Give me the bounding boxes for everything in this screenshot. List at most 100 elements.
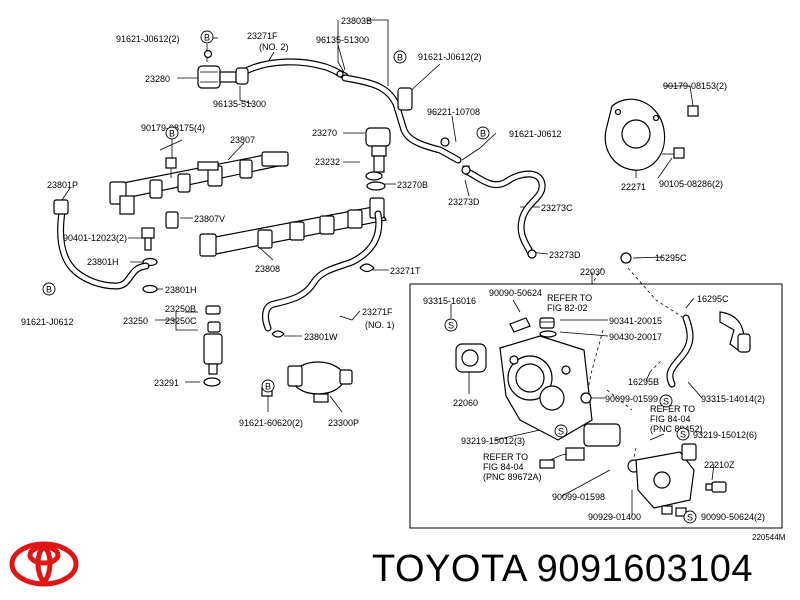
label-90341-20015: 90341-20015 — [609, 316, 662, 326]
label-90179-08153: 90179-08153(2) — [663, 81, 727, 91]
label-23801w: 23801W — [304, 332, 338, 342]
label-fig-84-04-b: FIG 84-04 — [483, 462, 524, 472]
s-badge-3: S — [554, 424, 568, 438]
svg-text:B: B — [397, 53, 403, 63]
s-badge-4: S — [676, 427, 690, 441]
bolt-90401 — [141, 227, 155, 251]
svg-text:B: B — [265, 382, 271, 392]
fuel-pipe-23801p — [53, 199, 150, 290]
label-91621-j0612-2: 91621-J0612(2) — [116, 34, 180, 44]
screw-90929 — [661, 505, 673, 515]
fuel-hose-no2 — [244, 58, 349, 80]
s-badge-5: S — [683, 510, 697, 524]
canister-23300p — [287, 361, 353, 403]
label-93315-16016: 93315-16016 — [423, 296, 476, 306]
label-96135-51300b: 96135-51300 — [213, 99, 266, 109]
fuel-hose-no1 — [262, 210, 383, 332]
clamp-23273d-top — [461, 165, 471, 175]
pressure-regulator-23270 — [365, 127, 391, 173]
brand-part-number: TOYOTA 9091603104 — [372, 548, 754, 590]
o-ring-23232 — [365, 171, 383, 181]
bolt-90179-08153 — [687, 105, 699, 117]
b-badge-1: B — [200, 30, 214, 44]
gasket-96221 — [440, 137, 450, 147]
label-16295c: 16295C — [655, 253, 687, 263]
throttle-body-22030 — [499, 335, 593, 441]
label-91621-60620: 91621-60620(2) — [239, 418, 303, 428]
gasket-90099-01599 — [580, 392, 592, 404]
clamp-23273d-bottom — [527, 249, 537, 259]
label-23801p: 23801P — [47, 180, 78, 190]
sensor-22210z-housing — [635, 443, 697, 509]
gasket-22271 — [604, 98, 666, 171]
label-23807v: 23807V — [194, 214, 225, 224]
cap-90341 — [539, 317, 555, 329]
label-23271f: 23271F — [247, 31, 278, 41]
svg-text:S: S — [680, 430, 686, 440]
label-91621-j0612-2b: 91621-J0612(2) — [418, 52, 482, 62]
clip-96135-top — [203, 49, 213, 59]
clamp-16295c — [620, 252, 632, 264]
clip-90090 — [509, 317, 531, 333]
label-90090-50624: 90090-50624 — [489, 288, 542, 298]
hose-16295c — [666, 311, 751, 388]
label-90430-20017: 90430-20017 — [609, 332, 662, 342]
sensor-22060 — [455, 343, 487, 373]
svg-text:S: S — [558, 427, 564, 437]
label-22030: 22030 — [580, 267, 605, 277]
svg-text:B: B — [480, 129, 486, 139]
label-16295c-2: 16295C — [697, 294, 729, 304]
label-23300p: 23300P — [328, 418, 359, 428]
insulator-23291 — [203, 377, 221, 387]
bolt-90105 — [662, 147, 685, 159]
s-badge-2: S — [659, 394, 673, 408]
label-23807: 23807 — [230, 135, 255, 145]
svg-text:S: S — [687, 513, 693, 523]
label-91621-j0612-b: 91621-J0612 — [21, 317, 74, 327]
throttle-body-frame — [409, 283, 783, 529]
label-refer-to-3: REFER TO — [483, 452, 528, 462]
label-93219-15012-3: 93219-15012(3) — [461, 436, 525, 446]
o-ring-23270b — [366, 181, 386, 191]
label-23808: 23808 — [255, 264, 280, 274]
label-no2: (NO. 2) — [259, 42, 289, 52]
toyota-logo-icon — [9, 541, 79, 587]
label-90099-01598: 90099-01598 — [552, 492, 605, 502]
pulsation-damper-23280 — [197, 65, 249, 89]
label-96221-10708: 96221-10708 — [427, 107, 480, 117]
label-23291: 23291 — [154, 378, 179, 388]
clamp-23801w — [271, 330, 285, 338]
label-23250c: 23250C — [165, 316, 197, 326]
label-91621-j0612: 91621-J0612 — [509, 129, 562, 139]
label-90401-12023: 90401-12023(2) — [63, 233, 127, 243]
label-fig-84-04: FIG 84-04 — [650, 414, 691, 424]
label-pnc-89672a: (PNC 89672A) — [483, 472, 542, 482]
label-23270b: 23270B — [397, 180, 428, 190]
label-23232: 23232 — [315, 157, 340, 167]
fuel-hose-23273c — [464, 168, 546, 256]
b-badge-6: B — [261, 379, 275, 393]
label-22060: 22060 — [453, 398, 478, 408]
label-no1: (NO. 1) — [365, 320, 395, 330]
label-22210z: 22210Z — [704, 460, 735, 470]
s-badges: S S S S S — [444, 318, 697, 524]
label-90099-01599: 90099-01599 — [605, 394, 658, 404]
b-badges: B B B B B B — [42, 30, 490, 393]
label-93219-15012-6: 93219-15012(6) — [693, 430, 757, 440]
valve-iac — [539, 423, 621, 469]
label-23273c: 23273C — [541, 203, 573, 213]
sensor-22210z — [705, 481, 727, 493]
label-23803b: 23803B — [341, 16, 372, 26]
clamp-23271t — [359, 263, 375, 273]
label-23273d-2: 23273D — [549, 250, 581, 260]
svg-text:B: B — [204, 33, 210, 43]
label-23801h-1: 23801H — [87, 257, 119, 267]
label-220544m: 220544M — [752, 533, 786, 542]
part-labels: 91621-J0612(2) 23271F (NO. 2) 23803B 961… — [21, 16, 786, 542]
label-16295b: 16295B — [628, 377, 659, 387]
label-90105-08286: 90105-08286(2) — [659, 179, 723, 189]
label-refer-to-1: REFER TO — [547, 293, 592, 303]
label-23273d: 23273D — [448, 197, 480, 207]
svg-text:S: S — [663, 397, 669, 407]
